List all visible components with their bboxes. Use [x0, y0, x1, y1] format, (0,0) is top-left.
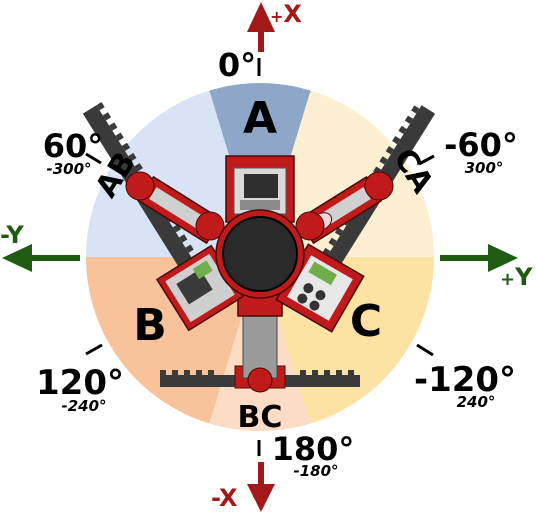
- tick-neg60: [418, 154, 435, 166]
- sector-label-a: A: [243, 93, 277, 144]
- angle-neg60: -60°: [444, 126, 518, 164]
- angle-neg60-alt: 300°: [465, 159, 504, 177]
- angle-180-alt: -180°: [293, 462, 338, 480]
- sector-bc: [176, 257, 344, 431]
- y-axis: [2, 244, 518, 272]
- sector-label-b: B: [133, 300, 167, 351]
- angle-0: 0°: [218, 46, 256, 84]
- rack-bc-teeth: [160, 370, 354, 376]
- angle-neg120-alt: 240°: [457, 393, 496, 411]
- neg-x-label: -X: [211, 484, 238, 512]
- angle-120-alt: -240°: [61, 397, 106, 415]
- tick-60: [85, 152, 102, 165]
- sector-label-c: C: [350, 296, 382, 347]
- joint-a-left: [195, 211, 225, 241]
- angle-neg120: -120°: [414, 360, 516, 400]
- arm-bc: [237, 293, 283, 379]
- sector-label-bc: BC: [238, 400, 283, 435]
- robot-illustration: [82, 102, 436, 393]
- arm-a-frame: [225, 155, 295, 223]
- joint-a-right: [295, 211, 325, 241]
- joint-ca: [364, 171, 394, 201]
- joint-bc: [247, 367, 273, 393]
- joint-ab: [125, 171, 155, 201]
- tick-neg120: [416, 343, 434, 357]
- tick-120: [85, 343, 103, 356]
- neg-x-arrowhead: [247, 484, 275, 512]
- angle-180: 180°: [272, 430, 355, 468]
- neg-y-label: -Y: [0, 221, 24, 249]
- angle-120: 120°: [36, 363, 124, 403]
- neg-y-arrowhead: [2, 244, 32, 272]
- sector-a: [176, 83, 344, 257]
- pos-y-label: +Y: [500, 263, 533, 291]
- angle-60-alt: -300°: [46, 160, 91, 178]
- central-hub: [222, 216, 298, 292]
- angle-60: 60°: [43, 127, 104, 165]
- angle-ticks: [85, 58, 435, 456]
- pos-x-label: +X: [270, 0, 302, 28]
- pos-y-arrowhead: [488, 244, 518, 272]
- pos-x-arrowhead: [247, 2, 275, 32]
- x-axis: [247, 2, 275, 512]
